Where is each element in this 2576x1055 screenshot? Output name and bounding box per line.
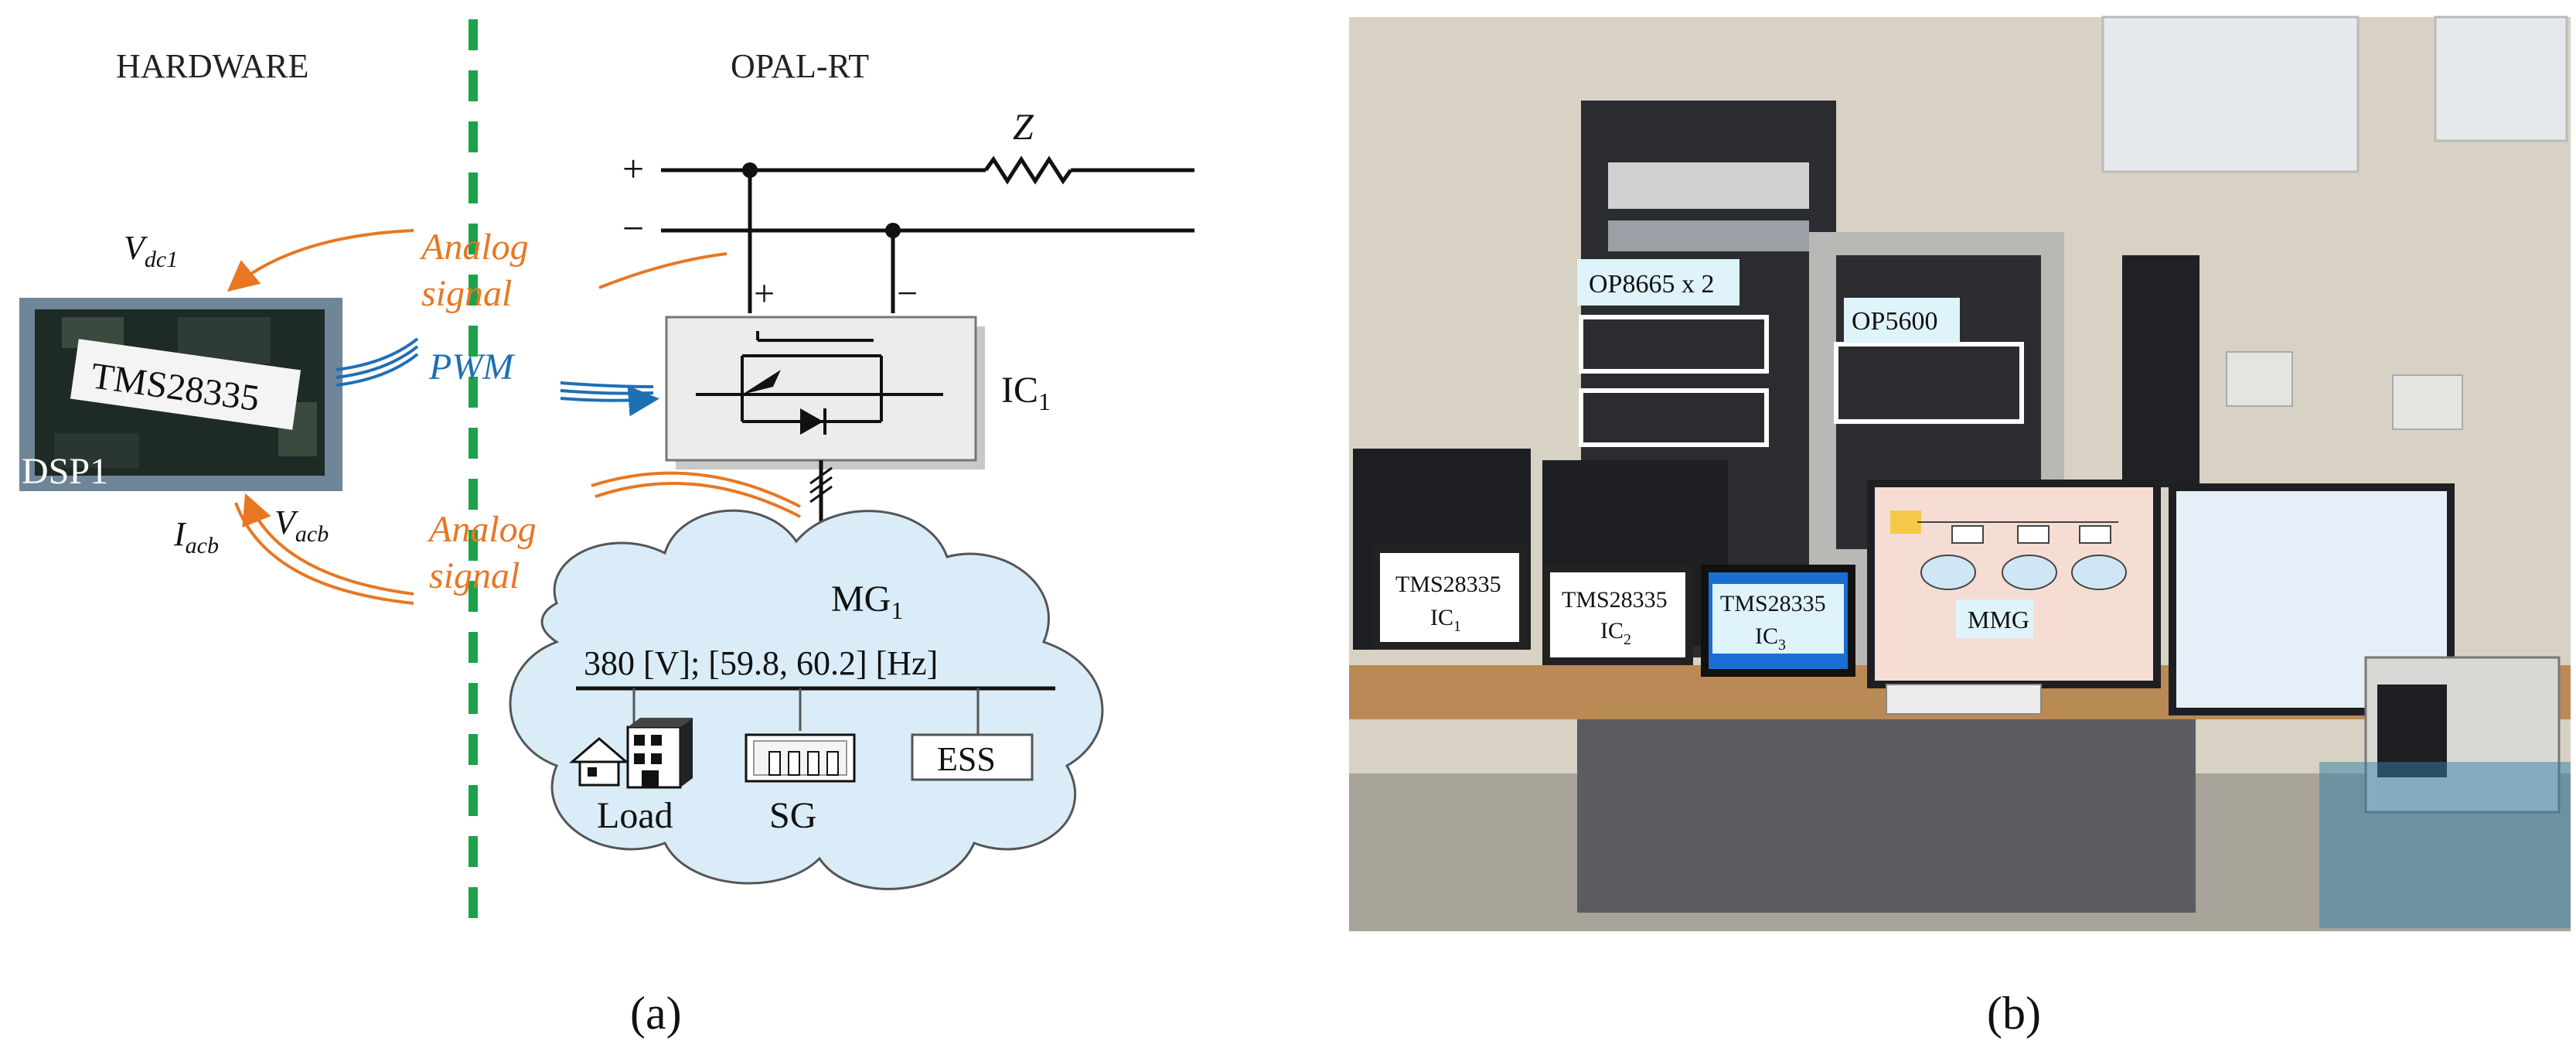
analog-bottom-feed: [591, 471, 801, 518]
analog-signal-top-1: Analog: [419, 227, 529, 268]
op5600-tag: [1844, 298, 1960, 343]
pwm-arrow-left: [336, 337, 419, 387]
op5600-label: OP5600: [1852, 307, 1937, 336]
poster-2: [2434, 15, 2568, 142]
vacb-label: Vacb: [274, 504, 329, 547]
op5600-box: [1834, 342, 2024, 424]
op8665-tag: [1577, 259, 1739, 306]
panel-a: HARDWARE OPAL-RT TMS28335 DSP1 Vdc1 Iacb…: [19, 19, 1194, 1039]
dsp-board: TMS28335 DSP1: [19, 298, 342, 492]
mmg-mini-diagram: [1890, 510, 2127, 590]
sg-label: SG: [769, 795, 816, 836]
rack-1-gear-2: [1608, 220, 1809, 251]
dsp-label: DSP1: [22, 451, 108, 492]
microgrid-cloud: [509, 509, 1104, 890]
ess-label: ESS: [937, 740, 996, 778]
analog-signal-top-2: signal: [421, 273, 512, 314]
laptop-2-screen: [1550, 572, 1685, 657]
desk-front: [1577, 719, 2196, 913]
op8665-label: OP8665 x 2: [1589, 270, 1714, 299]
bus-minus-sign: −: [622, 207, 644, 250]
bus-plus-sign: +: [622, 147, 644, 190]
laptop3-label-line1: TMS28335: [1720, 591, 1826, 616]
analog-top-arrow: [227, 229, 414, 292]
phase-tick-3: [809, 485, 833, 504]
pwm-label: PWM: [428, 347, 516, 388]
mg-rating: 380 [V]; [59.8, 60.2] [Hz]: [584, 644, 938, 682]
ups: [2122, 255, 2199, 487]
analog-signal-bottom-1: Analog: [427, 509, 537, 550]
poster-1: [2101, 15, 2360, 173]
load-label: Load: [597, 795, 673, 836]
rack-1-gear: [1608, 162, 1809, 209]
ic-plus-sign: +: [754, 273, 775, 314]
op8665-box-1: [1579, 315, 1769, 374]
laptop1-label-line1: TMS28335: [1395, 572, 1501, 597]
laptop2-label-line1: TMS28335: [1562, 587, 1668, 613]
panel-b: OP8665 x 2 OP5600 TMS28335 IC1 TMS28335 …: [1349, 15, 2571, 1039]
analog-signal-bottom-2: signal: [429, 555, 520, 596]
laptop3-label-line2: IC3: [1755, 623, 1786, 654]
phase-tick-2: [809, 476, 833, 494]
wall-box-1: [2226, 351, 2293, 407]
ess-box: [911, 733, 1034, 781]
mg1-label: MG1: [831, 579, 903, 624]
ic-converter-block: [665, 316, 985, 469]
load-icon: [568, 718, 693, 789]
laptop3-tag: [1712, 584, 1844, 654]
phase-tick-1: [809, 466, 833, 485]
laptop1-label-line2: IC1: [1430, 605, 1461, 635]
caption-b: (b): [1987, 988, 2041, 1039]
wall-box-2: [2392, 374, 2463, 430]
keyboard: [1886, 684, 2042, 715]
analog-top-feed: [598, 252, 727, 289]
laptop-1-screen: [1380, 553, 1519, 642]
caption-a: (a): [630, 988, 682, 1039]
hardware-heading: HARDWARE: [116, 47, 308, 85]
laptop2-label-line2: IC2: [1600, 618, 1631, 648]
ic-minus-sign: −: [897, 273, 918, 314]
opalrt-heading: OPAL-RT: [731, 47, 869, 85]
mmg-tag: [1956, 599, 2033, 638]
vdc1-label: Vdc1: [124, 229, 178, 272]
impedance-label: Z: [1013, 107, 1034, 148]
pwm-arrow-right: [560, 381, 659, 417]
ic1-label: IC1: [1001, 370, 1051, 415]
resistor-z: [983, 155, 1073, 185]
mmg-label: MMG: [1968, 606, 2029, 633]
op8665-box-2: [1579, 388, 1769, 447]
cart: [2319, 762, 2571, 928]
analog-bottom-arrow: [234, 493, 414, 605]
sg-icon: [745, 733, 856, 783]
iacb-label: Iacb: [173, 515, 219, 558]
